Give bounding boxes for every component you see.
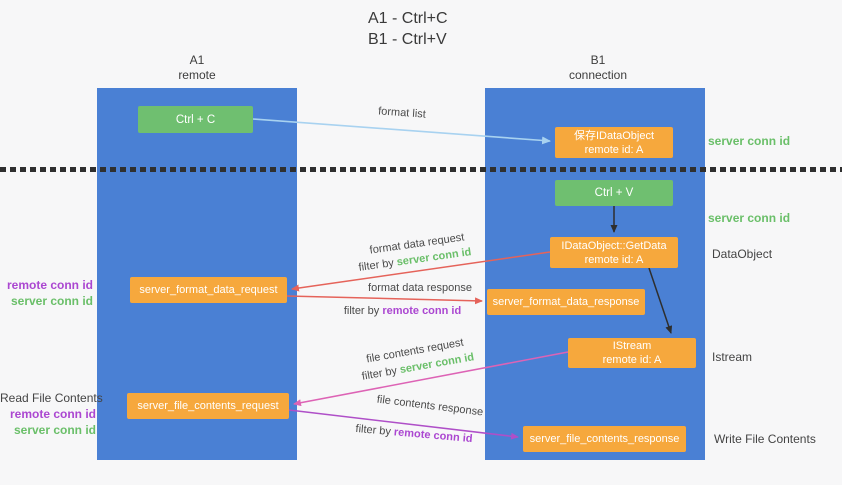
annotation-server-conn-id-top: server conn id [708,134,791,148]
node-istream-title: IStream [612,340,652,352]
title-line-2: B1 - Ctrl+V [368,31,447,48]
remote-conn-id-text: remote conn id [6,278,93,292]
lane-a1-name: A1 [189,53,205,67]
lane-header-a1: A1 remote [137,53,257,83]
node-save-idataobject-subtitle: remote id: A [584,143,644,156]
clipboard-boundary-divider [0,167,842,172]
node-idataobject-getdata-title: IDataObject::GetData [561,239,667,252]
annotation-write-file-contents: Write File Contents [714,432,816,446]
node-server-file-contents-response: server_file_contents_response [523,426,686,452]
remote-conn-id-text: remote conn id [382,305,462,317]
node-server-format-data-response: server_format_data_response [487,289,645,315]
remote-conn-id-text: remote conn id [9,407,96,421]
node-server-format-data-request: server_format_data_request [130,277,287,303]
node-ctrl-c-label: Ctrl + C [175,113,216,126]
format-data-response-label: format data response [368,282,472,294]
lane-header-b1: B1 connection [538,53,658,83]
node-ctrl-v: Ctrl + V [555,180,673,206]
annotation-dataobject: DataObject [712,247,773,261]
format-data-response-arrow [286,295,483,305]
format-data-response-filter-label: filter by remote conn id [340,305,465,317]
lane-b1-role: connection [568,68,628,82]
server-conn-id-text: server conn id [13,423,96,437]
node-idataobject-getdata-subtitle: remote id: A [584,253,644,266]
node-istream-subtitle: remote id: A [602,354,662,366]
node-server-file-contents-request-label: server_file_contents_request [137,400,279,412]
remote-conn-id-text: remote conn id [393,426,473,446]
node-ctrl-c: Ctrl + C [138,106,253,133]
read-file-contents-text: Read File Contents [0,391,103,405]
file-contents-response-filter-label: filter by remote conn id [348,422,481,445]
node-server-format-data-request-label: server_format_data_request [139,284,278,296]
annotation-format-conn-ids: remote conn id server conn id [0,277,93,309]
node-istream: IStream remote id: A [568,338,696,368]
filter-by-text: filter by [343,305,383,317]
node-save-idataobject: 保存IDataObject remote id: A [555,127,673,158]
node-server-format-data-response-label: server_format_data_response [492,296,640,308]
node-idataobject-getdata: IDataObject::GetData remote id: A [550,237,678,268]
diagram-title: A1 - Ctrl+C B1 - Ctrl+V [368,8,448,50]
filter-by-text: filter by [355,422,395,439]
node-ctrl-v-label: Ctrl + V [594,187,634,199]
annotation-server-conn-id-mid: server conn id [708,211,791,225]
filter-by-text: filter by [357,256,398,274]
lane-b1-name: B1 [590,53,606,67]
file-contents-response-label: file contents response [376,393,484,419]
annotation-istream: Istream [712,350,753,364]
format-list-label: format list [377,105,427,121]
node-save-idataobject-title: 保存IDataObject [573,129,655,142]
lane-a1-role: remote [178,68,216,82]
title-line-1: A1 - Ctrl+C [368,10,448,27]
node-server-file-contents-request: server_file_contents_request [127,393,289,419]
filter-by-text: filter by [360,364,401,383]
node-server-file-contents-response-label: server_file_contents_response [529,433,680,445]
server-conn-id-text: server conn id [10,294,93,308]
annotation-read-file-contents: Read File Contents remote conn id server… [0,390,103,438]
